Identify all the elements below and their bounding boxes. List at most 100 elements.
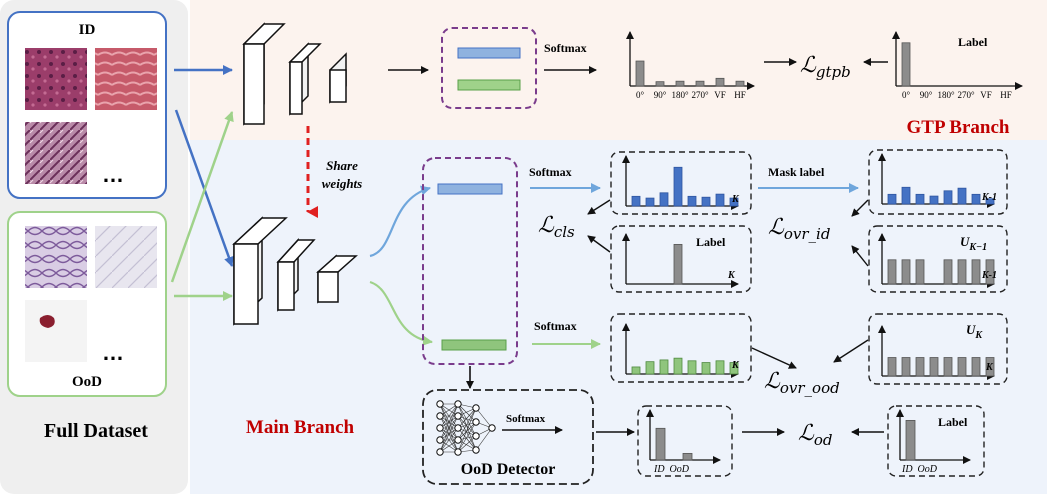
nn-node (436, 412, 444, 420)
gtp-label-tick-label: 270° (957, 90, 975, 100)
nn-node (454, 424, 462, 432)
nn-node (488, 424, 496, 432)
nn-edge (457, 407, 477, 441)
id-label-tag: Label (696, 235, 726, 249)
mask-pred-bar (943, 190, 953, 205)
gtp-pred-bar (715, 77, 725, 87)
ood-detector-softmax: Softmax (506, 413, 546, 425)
nn-node (472, 404, 480, 412)
id-pred-bar (715, 193, 725, 207)
uniform-k-bar (887, 357, 897, 377)
od-pred-ticks: ID OoD (653, 464, 690, 475)
id-pred-box (610, 151, 752, 215)
uniform-k-label: UK (966, 322, 983, 341)
nn-edge (457, 403, 477, 437)
uniform-k1-bar (901, 259, 911, 285)
id-pred-axis-k: K (731, 194, 740, 205)
arrow-idlabel-to-cls (587, 235, 611, 253)
ood-pred-bar (729, 362, 739, 375)
id-pred-bar (631, 195, 641, 207)
uniform-k-bar (943, 357, 953, 377)
nn-edge (439, 403, 459, 453)
id-ellipsis: … (102, 162, 124, 187)
nn-edge (457, 415, 477, 451)
id-label-axis-k: K (727, 270, 736, 281)
ood-pred-bar (631, 366, 641, 375)
mask-pred-bar (929, 195, 939, 205)
gtp-label-tick-label: HF (1000, 90, 1012, 100)
ood-image-1 (25, 226, 87, 288)
nn-edge (457, 421, 477, 453)
arrow-mask-to-ovr-id (851, 199, 869, 217)
od-pred-chart (646, 409, 721, 464)
uniform-k-bar (971, 357, 981, 377)
gtp-pred-bar (695, 80, 705, 87)
mask-label-text: Mask label (768, 165, 825, 179)
nn-edge (457, 421, 477, 441)
nn-node (472, 432, 480, 440)
nn-edge (439, 427, 459, 453)
arrow-uk-to-ovr-ood (833, 339, 869, 363)
ood-detector-title: OoD Detector (461, 461, 556, 478)
mask-pred-chart (878, 153, 995, 208)
ood-pred-axis-k: K (731, 360, 740, 371)
gtp-pred-bar (675, 80, 685, 87)
mask-pred-box (868, 149, 1008, 215)
ood-pred-bar (673, 357, 683, 375)
gtp-pred-bar (655, 81, 665, 87)
nn-edge (457, 427, 477, 451)
id-image-2 (95, 48, 157, 110)
mask-pred-bar (957, 187, 967, 205)
gtp-label-tick-label: 90° (920, 90, 933, 100)
ood-detector-box (422, 389, 594, 485)
main-branch-title: Main Branch (246, 417, 355, 438)
gtp-pred-bar (735, 80, 745, 87)
share-weights-line1: Share (326, 158, 358, 173)
loss-cls: ℒcls (538, 213, 575, 241)
uniform-k1-bar (971, 259, 981, 285)
id-pred-chart (622, 155, 739, 210)
main-backbone (232, 216, 358, 326)
ood-pred-bar (701, 362, 711, 375)
uniform-k-bar (915, 357, 925, 377)
od-label-ticks: ID OoD (901, 464, 938, 475)
arrow-main-to-id-feature (369, 185, 431, 258)
mask-pred-bar (915, 193, 925, 205)
gtp-pred-tick-label: 0° (636, 90, 645, 100)
od-label-bar (905, 419, 916, 461)
ood-pred-bar (645, 361, 655, 375)
uniform-k-bar (901, 357, 911, 377)
arrow-idpred-to-cls (587, 199, 611, 215)
gtp-feature-blue (457, 47, 521, 59)
id-image-1 (25, 48, 87, 110)
uniform-k1-bar (887, 259, 897, 285)
id-pred-bar (659, 192, 669, 207)
nn-node (454, 400, 462, 408)
id-pred-bar (729, 197, 739, 207)
uniform-k-chart (878, 325, 995, 380)
gtp-branch-title: GTP Branch (907, 117, 1010, 138)
uniform-k-axis: K (985, 362, 994, 373)
nn-node (436, 436, 444, 444)
gtp-label-bar (901, 42, 911, 87)
nn-node (472, 446, 480, 454)
nn-node (472, 418, 480, 426)
ood-label: OoD (72, 374, 102, 390)
gtp-label-tick-label: VF (980, 90, 992, 100)
gtp-backbone (242, 22, 347, 126)
main-softmax-bottom: Softmax (534, 319, 577, 333)
nn-node (454, 448, 462, 456)
gtp-pred-tick-label: HF (734, 90, 746, 100)
id-pred-bar (701, 196, 711, 207)
arrow-oodpred-to-ovr-ood (751, 347, 797, 369)
uniform-k1-box (868, 225, 1008, 293)
ood-pred-bar (687, 360, 697, 375)
gtp-pred-tick-label: VF (714, 90, 726, 100)
gtp-label-tick-label: 0° (902, 90, 911, 100)
mask-pred-bar (985, 198, 995, 205)
loss-od: ℒod (798, 421, 833, 449)
main-branch-panel (190, 140, 1047, 494)
nn-edge (439, 403, 459, 429)
